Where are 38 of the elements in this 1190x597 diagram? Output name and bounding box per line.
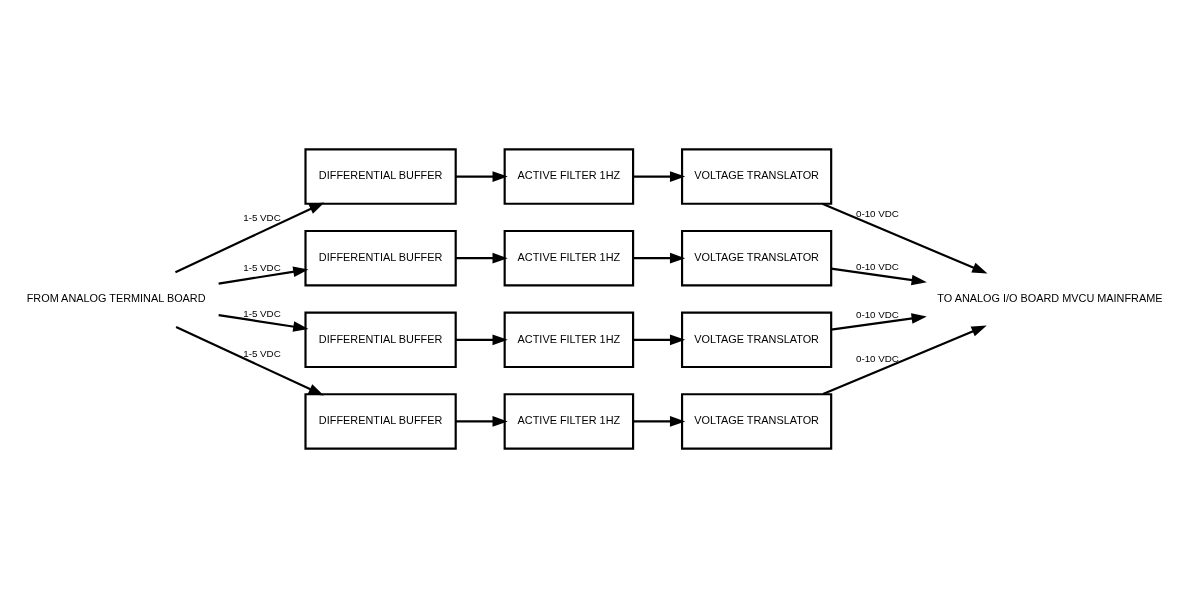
edge-label: 0-10 VDC bbox=[855, 352, 899, 364]
node-box: VOLTAGE TRANSLATOR bbox=[681, 229, 833, 286]
node-box: DIFFERENTIAL BUFFER bbox=[304, 392, 457, 450]
arrow bbox=[455, 333, 508, 345]
edge-label: 1-5 VDC bbox=[243, 261, 281, 273]
edge-label: 0-10 VDC bbox=[855, 207, 899, 219]
node-box: VOLTAGE TRANSLATOR bbox=[681, 147, 833, 205]
arrow bbox=[218, 313, 309, 332]
node-box: ACTIVE FILTER 1HZ bbox=[503, 229, 635, 286]
edge-label: 1-5 VDC bbox=[243, 211, 281, 223]
arrow bbox=[455, 170, 508, 182]
node-text: FROM ANALOG TERMINAL BOARD bbox=[26, 291, 206, 304]
edge-label: 1-5 VDC bbox=[243, 307, 281, 319]
node-text: TO ANALOG I/O BOARD MVCU MAINFRAME bbox=[937, 291, 1163, 304]
node-box: ACTIVE FILTER 1HZ bbox=[503, 147, 635, 205]
arrow bbox=[455, 415, 508, 427]
arrow bbox=[821, 202, 988, 274]
arrow bbox=[175, 325, 324, 396]
arrow bbox=[633, 415, 686, 427]
edge-label: 1-5 VDC bbox=[243, 347, 281, 359]
node-box: ACTIVE FILTER 1HZ bbox=[503, 311, 635, 368]
arrow bbox=[633, 252, 686, 264]
node-box: DIFFERENTIAL BUFFER bbox=[304, 229, 457, 286]
arrow bbox=[633, 170, 686, 182]
node-box: VOLTAGE TRANSLATOR bbox=[681, 311, 833, 368]
node-box: VOLTAGE TRANSLATOR bbox=[681, 392, 833, 450]
edge-label: 0-10 VDC bbox=[855, 260, 899, 272]
arrow bbox=[174, 201, 325, 273]
arrow bbox=[218, 266, 309, 285]
arrow bbox=[822, 325, 987, 395]
edge-label: 0-10 VDC bbox=[855, 308, 899, 320]
node-box: DIFFERENTIAL BUFFER bbox=[304, 147, 457, 205]
arrow bbox=[633, 333, 686, 345]
arrow bbox=[831, 267, 927, 285]
node-box: DIFFERENTIAL BUFFER bbox=[304, 311, 457, 368]
arrow bbox=[455, 252, 508, 264]
arrow bbox=[831, 312, 927, 331]
node-box: ACTIVE FILTER 1HZ bbox=[503, 392, 635, 450]
